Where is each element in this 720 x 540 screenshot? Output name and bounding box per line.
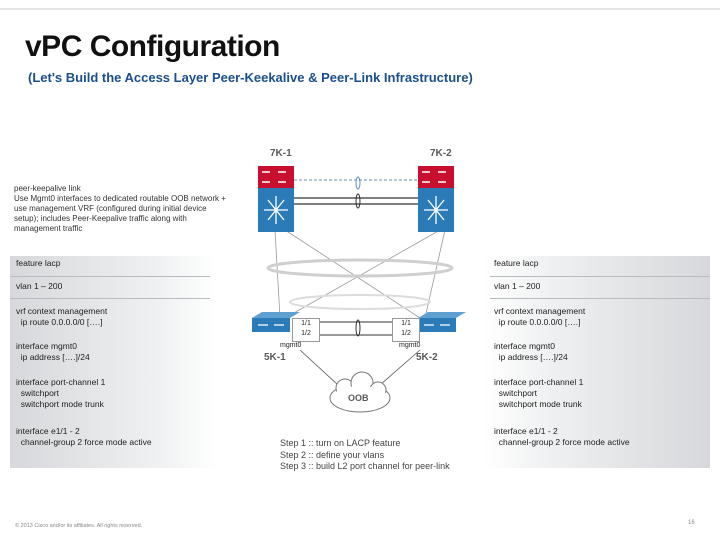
vpc-ellipse	[266, 258, 454, 278]
slide-title: vPC Configuration	[25, 30, 280, 63]
left-mgmt-label: mgmt0	[279, 342, 303, 349]
access-left-label: 5K-1	[264, 352, 286, 363]
divider	[490, 298, 710, 299]
step-item: Step 2 :: define your vlans	[280, 449, 385, 460]
note-text: peer-keepalive link Use Mgmt0 interfaces…	[14, 184, 226, 233]
left-cfg-mgmt: interface mgmt0 ip address [….]/24	[16, 341, 90, 362]
link-marker	[355, 176, 361, 190]
left-config-panel	[10, 256, 218, 468]
peer-keepalive-note: peer-keepalive link Use Mgmt0 interfaces…	[14, 184, 229, 234]
core-switch-7k1-icon	[258, 166, 294, 232]
left-port-2: 1/2	[301, 330, 311, 337]
right-cfg-vrf: vrf context management ip route 0.0.0.0/…	[494, 306, 586, 327]
mgmt-link	[299, 349, 339, 386]
left-cfg-vlan: vlan 1 – 200	[16, 281, 63, 291]
right-cfg-vlan: vlan 1 – 200	[494, 281, 541, 291]
vpc-ellipse	[289, 294, 431, 310]
left-cfg-interface: interface e1/1 - 2 channel-group 2 force…	[16, 426, 152, 447]
link-marker	[355, 319, 361, 337]
oob-cloud-icon	[329, 371, 391, 413]
right-cfg-mgmt: interface mgmt0 ip address [….]/24	[494, 341, 568, 362]
left-cfg-portchannel: interface port-channel 1 switchport swit…	[16, 377, 106, 409]
copyright: © 2013 Cisco and/or its affiliates. All …	[15, 523, 143, 529]
core-right-label: 7K-2	[430, 148, 452, 159]
left-port-box: 1/1 1/2	[292, 318, 320, 342]
mgmt-link	[379, 349, 421, 386]
link-marker	[355, 193, 361, 209]
top-rule	[0, 8, 720, 10]
page-number: 16	[688, 520, 695, 526]
oob-label: OOB	[348, 393, 369, 403]
right-port-2: 1/2	[401, 330, 411, 337]
right-cfg-portchannel: interface port-channel 1 switchport swit…	[494, 377, 584, 409]
left-cfg-lacp: feature lacp	[16, 258, 61, 268]
access-switch-5k1-icon	[252, 312, 300, 332]
steps-list: Step 1 :: turn on LACP feature Step 2 ::…	[280, 438, 450, 473]
right-mgmt-label: mgmt0	[398, 342, 422, 349]
divider	[10, 276, 210, 277]
right-cfg-interface: interface e1/1 - 2 channel-group 2 force…	[494, 426, 630, 447]
right-cfg-lacp: feature lacp	[494, 258, 539, 268]
core-switch-7k2-icon	[418, 166, 454, 232]
right-port-box: 1/1 1/2	[392, 318, 420, 342]
step-item: Step 3 :: build L2 port channel for peer…	[280, 461, 450, 471]
core-left-label: 7K-1	[270, 148, 292, 159]
step-item: Step 1 :: turn on LACP feature	[280, 438, 401, 448]
slide-subtitle: (Let's Build the Access Layer Peer-Keeka…	[28, 70, 473, 85]
access-right-label: 5K-2	[416, 352, 438, 363]
left-cfg-vrf: vrf context management ip route 0.0.0.0/…	[16, 306, 108, 327]
divider	[490, 276, 710, 277]
left-port-1: 1/1	[301, 320, 311, 327]
right-config-panel	[484, 256, 710, 468]
right-port-1: 1/1	[401, 320, 411, 327]
divider	[10, 298, 210, 299]
access-switch-5k2-icon	[418, 312, 466, 332]
